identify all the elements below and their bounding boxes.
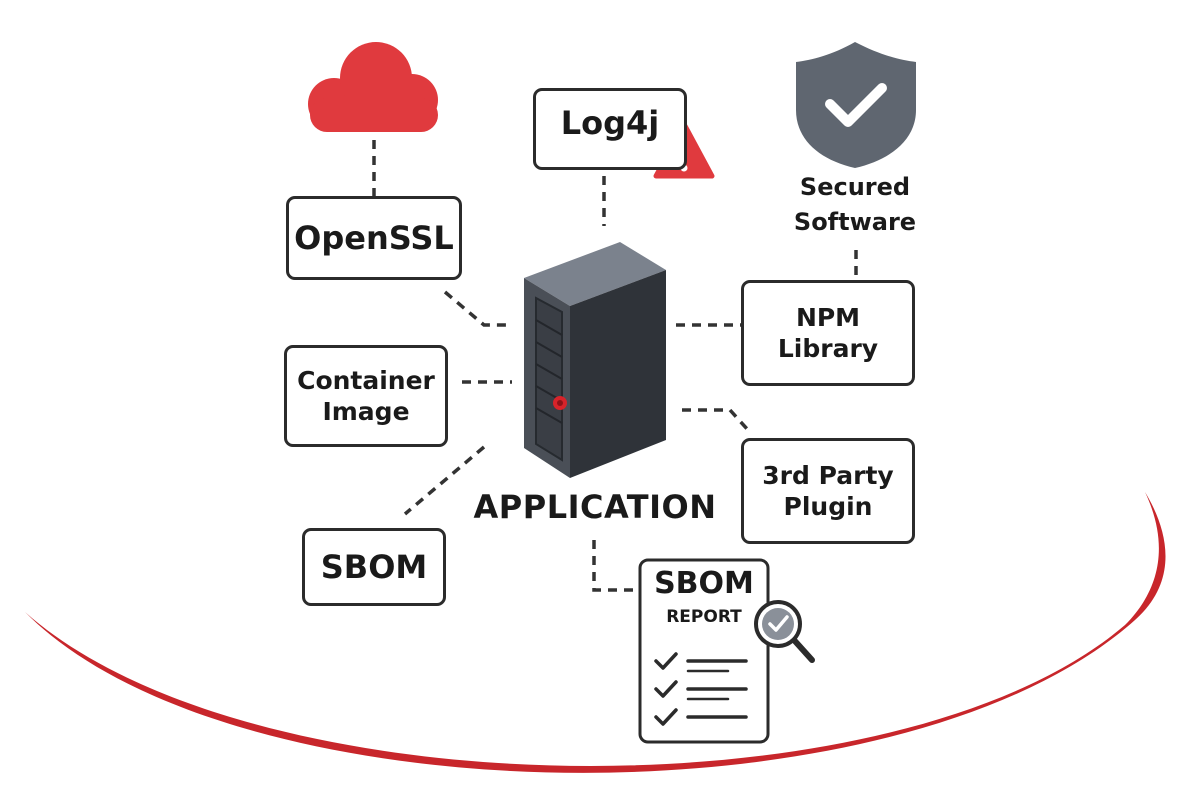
third-party-plugin-line1: 3rd Party xyxy=(762,460,894,490)
npm-library-line2: Library xyxy=(777,334,879,363)
sbom-report-document xyxy=(638,558,770,744)
connector-sbom-app xyxy=(403,445,486,516)
secured-software-line2: Software xyxy=(793,207,917,236)
npm-library-node: NPM Library xyxy=(741,280,915,386)
sbom-report-subtitle: REPORT xyxy=(666,607,742,627)
connector-lines xyxy=(372,140,858,592)
log4j-node: Log4j xyxy=(533,88,687,170)
container-image-line2: Image xyxy=(322,397,410,426)
red-arc xyxy=(25,492,1166,773)
sbom-node: SBOM xyxy=(302,528,446,606)
cloud-icon xyxy=(308,42,438,132)
application-label: APPLICATION xyxy=(473,488,717,526)
log4j-label: Log4j xyxy=(560,104,660,142)
sbom-report-title: SBOM xyxy=(654,566,754,601)
npm-library-line1: NPM xyxy=(795,302,861,332)
connector-plugin-app xyxy=(682,408,750,432)
connector-app-report xyxy=(592,540,640,592)
shield-check-icon xyxy=(796,42,916,168)
openssl-label: OpenSSL xyxy=(294,219,454,257)
third-party-plugin-line2: Plugin xyxy=(783,492,873,521)
magnifier-check-icon xyxy=(754,600,815,663)
sbom-label: SBOM xyxy=(320,548,428,586)
openssl-node: OpenSSL xyxy=(286,196,462,280)
server-icon xyxy=(524,242,666,478)
connector-openssl-app xyxy=(443,290,512,327)
container-image-line1: Container xyxy=(297,365,435,395)
container-image-node: Container Image xyxy=(284,345,448,447)
third-party-plugin-node: 3rd Party Plugin xyxy=(741,438,915,544)
checklist-icon xyxy=(654,652,748,726)
secured-software-line1: Secured xyxy=(799,173,911,201)
secured-software-label: Secured Software xyxy=(770,170,940,240)
